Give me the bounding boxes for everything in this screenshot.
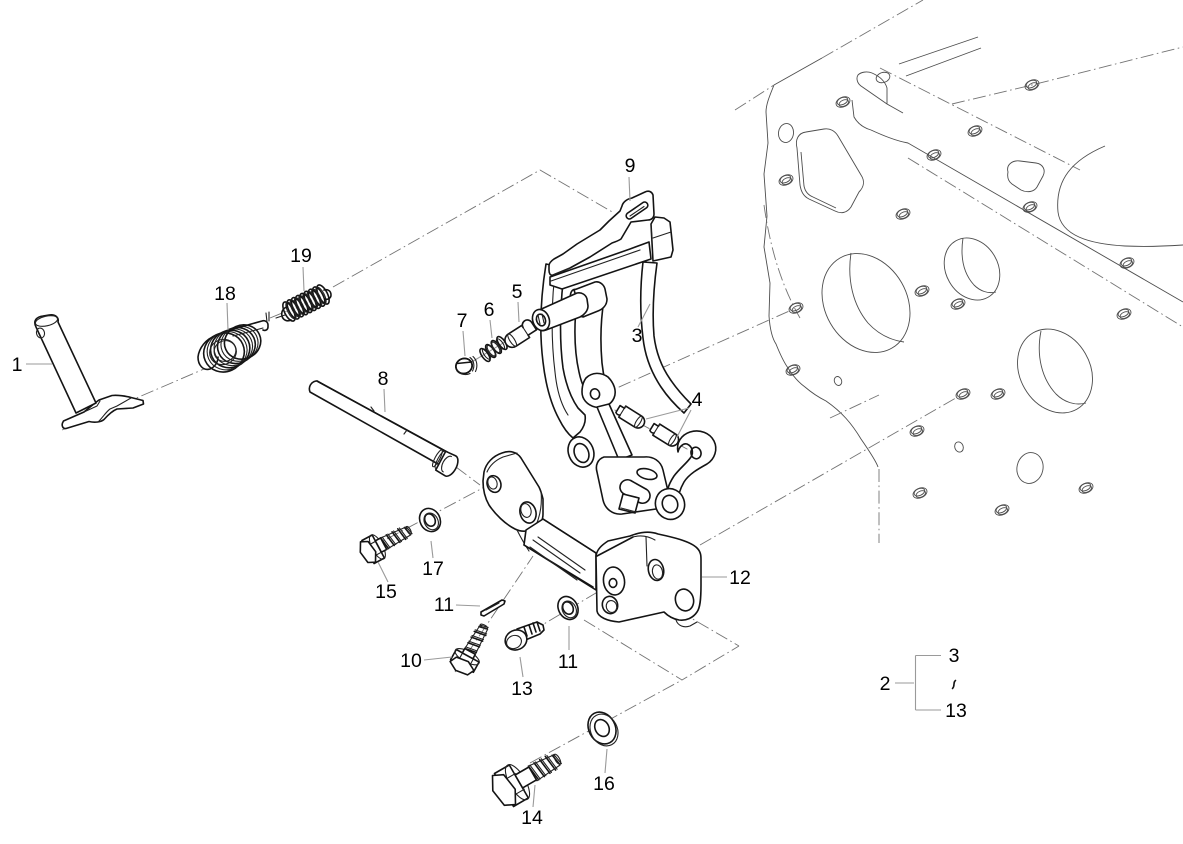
svg-text:3: 3 — [949, 645, 960, 667]
svg-text:1: 1 — [12, 354, 23, 376]
svg-text:15: 15 — [375, 581, 397, 603]
svg-text:12: 12 — [729, 567, 751, 589]
svg-text:13: 13 — [511, 678, 533, 700]
svg-text:6: 6 — [484, 299, 495, 321]
svg-text:18: 18 — [214, 283, 236, 305]
svg-text:4: 4 — [692, 389, 703, 411]
svg-text:13: 13 — [945, 700, 967, 722]
svg-text:9: 9 — [625, 155, 636, 177]
svg-text:3: 3 — [632, 325, 643, 347]
svg-text:14: 14 — [521, 807, 543, 829]
svg-text:11: 11 — [434, 594, 454, 616]
svg-text:5: 5 — [512, 281, 523, 303]
svg-text:7: 7 — [457, 310, 468, 332]
svg-text:17: 17 — [422, 558, 444, 580]
svg-text:2: 2 — [880, 673, 891, 695]
svg-text:19: 19 — [290, 245, 312, 267]
svg-text:11: 11 — [558, 651, 578, 673]
svg-text:16: 16 — [593, 773, 615, 795]
svg-text:10: 10 — [400, 650, 422, 672]
svg-text:8: 8 — [378, 368, 389, 390]
